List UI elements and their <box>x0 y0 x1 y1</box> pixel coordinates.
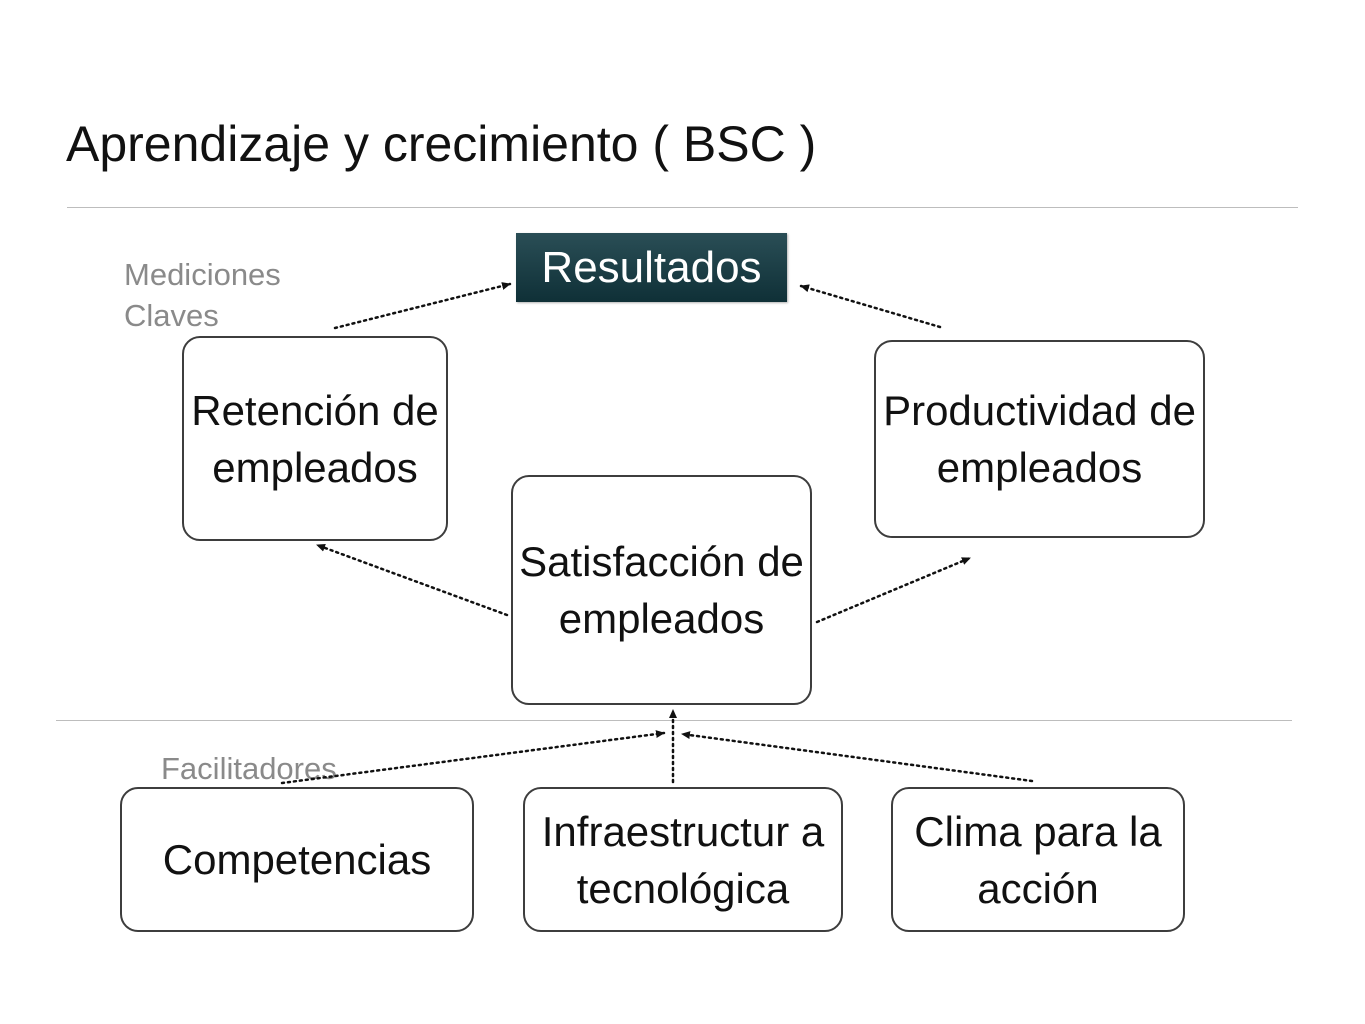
node-infraestructura: Infraestructur a tecnológica <box>523 787 843 932</box>
node-competencias: Competencias <box>120 787 474 932</box>
node-clima: Clima para la acción <box>891 787 1185 932</box>
page-title: Aprendizaje y crecimiento ( BSC ) <box>66 116 817 172</box>
node-resultados: Resultados <box>516 233 787 302</box>
arrow-productividad-to-resultados <box>799 284 942 329</box>
node-productividad: Productividad de empleados <box>874 340 1205 538</box>
node-retencion: Retención de empleados <box>182 336 448 541</box>
arrow-retencion-to-resultados <box>333 282 512 330</box>
arrow-competencias-to-satisfaccion <box>280 730 666 785</box>
arrow-satisfaccion-to-retencion <box>315 543 509 617</box>
node-satisfaccion: Satisfacción de empleados <box>511 475 812 705</box>
label-mediciones-claves: Mediciones Claves <box>124 257 281 333</box>
arrow-satisfaccion-to-productividad <box>815 556 972 624</box>
arrow-clima-to-satisfaccion <box>680 731 1034 783</box>
top-divider <box>67 207 1298 208</box>
